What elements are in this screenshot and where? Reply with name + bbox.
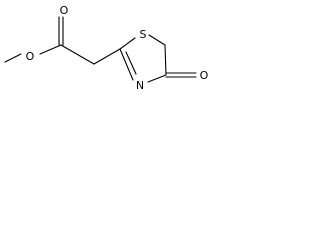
bond-sulfur-ring-ch2	[148, 34, 166, 46]
ester-carbonyl-oxygen-label: O	[60, 4, 69, 17]
bond-nitrogen-ring-c2	[119, 48, 134, 81]
bond-ring-ch2-carbonyl-carbon	[164, 44, 167, 76]
bond-methylene-ring-carbon	[93, 48, 121, 65]
bond-nitrogen-ring-c2-double-inner	[125, 51, 137, 75]
ring-sulfur-label: S	[140, 28, 147, 41]
bond-ring-carbonyl-nitrogen	[147, 74, 167, 83]
molecule-structure-diagram: O O S N O	[4, 4, 209, 92]
bond-ether-oxygen-carbonyl-carbon	[39, 44, 62, 55]
ring-nitrogen-label: N	[136, 79, 144, 92]
ketone-oxygen-label: O	[200, 69, 209, 82]
bond-methyl-ether-oxygen	[4, 53, 22, 63]
bond-carbonyl-carbon-methylene	[60, 44, 95, 65]
bond-ring-c2-sulfur	[119, 37, 136, 50]
ester-ether-oxygen-label: O	[26, 50, 35, 63]
